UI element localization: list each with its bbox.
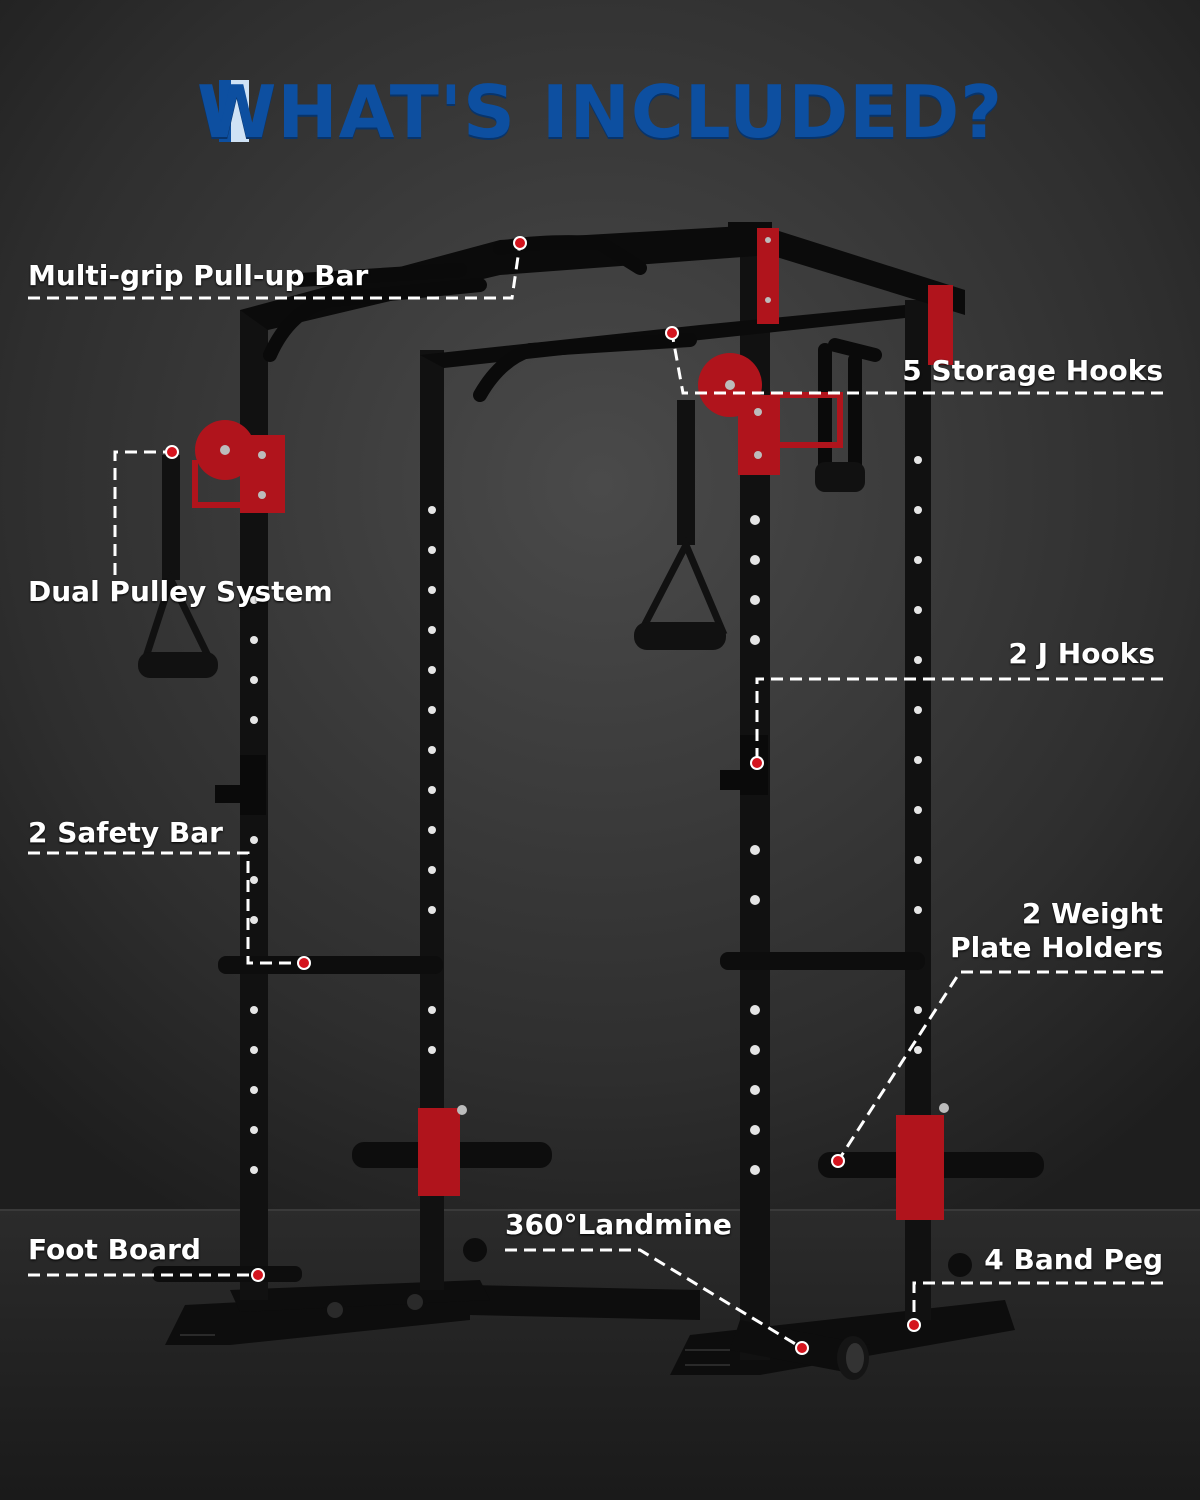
- marker-storage-hooks: [665, 326, 679, 340]
- callout-line-landmine: [505, 1248, 803, 1350]
- floor: [0, 1210, 1200, 1500]
- plate-holders: [352, 1103, 1044, 1220]
- safety-bars: [218, 952, 925, 974]
- label-landmine: 360°Landmine: [505, 1208, 732, 1241]
- label-plate-holders-line2: Plate Holders: [950, 931, 1163, 964]
- page-title: WHAT'S INCLUDED?: [196, 70, 1004, 154]
- pullup-bar-shape: [263, 235, 882, 477]
- pulley-bolts: [220, 237, 771, 499]
- label-storage-hooks: 5 Storage Hooks: [902, 354, 1163, 387]
- label-pullup-bar: Multi-grip Pull-up Bar: [28, 259, 369, 292]
- callout-line-pullup-bar: [28, 242, 522, 300]
- label-pulley-system: Dual Pulley System: [28, 575, 333, 608]
- label-j-hooks: 2 J Hooks: [1008, 637, 1155, 670]
- cable-handles: [138, 400, 865, 678]
- callout-line-storage-hooks: [670, 332, 1163, 395]
- pulley-plates: [192, 228, 953, 513]
- callout-line-safety-bar: [28, 851, 304, 965]
- label-foot-board: Foot Board: [28, 1233, 201, 1266]
- wall-backdrop: [0, 0, 1200, 1210]
- title-accent-bar: [219, 80, 231, 142]
- marker-pulley-system: [165, 445, 179, 459]
- foot-board-shape: [152, 1238, 972, 1318]
- label-safety-bar: 2 Safety Bar: [28, 816, 223, 849]
- callout-line-j-hooks: [755, 677, 1163, 763]
- label-band-peg: 4 Band Peg: [984, 1243, 1163, 1276]
- callout-line-plate-holders: [836, 970, 1163, 1162]
- callout-line-band-peg: [912, 1281, 1163, 1325]
- marker-landmine: [795, 1341, 809, 1355]
- upright-holes: [250, 456, 922, 1175]
- title-accent-highlight: [231, 80, 249, 142]
- marker-pullup-bar: [513, 236, 527, 250]
- callout-line-pulley-system: [113, 450, 170, 575]
- marker-foot-board: [251, 1268, 265, 1282]
- marker-plate-holders: [831, 1154, 845, 1168]
- j-hook-shapes: [215, 735, 768, 815]
- marker-safety-bar: [297, 956, 311, 970]
- rack-base-grooves: [180, 1334, 730, 1366]
- label-plate-holders-line1: 2 Weight: [1021, 897, 1163, 930]
- callout-lines: [28, 242, 1163, 1350]
- marker-band-peg: [907, 1318, 921, 1332]
- marker-j-hooks: [750, 756, 764, 770]
- callout-markers: [165, 236, 921, 1355]
